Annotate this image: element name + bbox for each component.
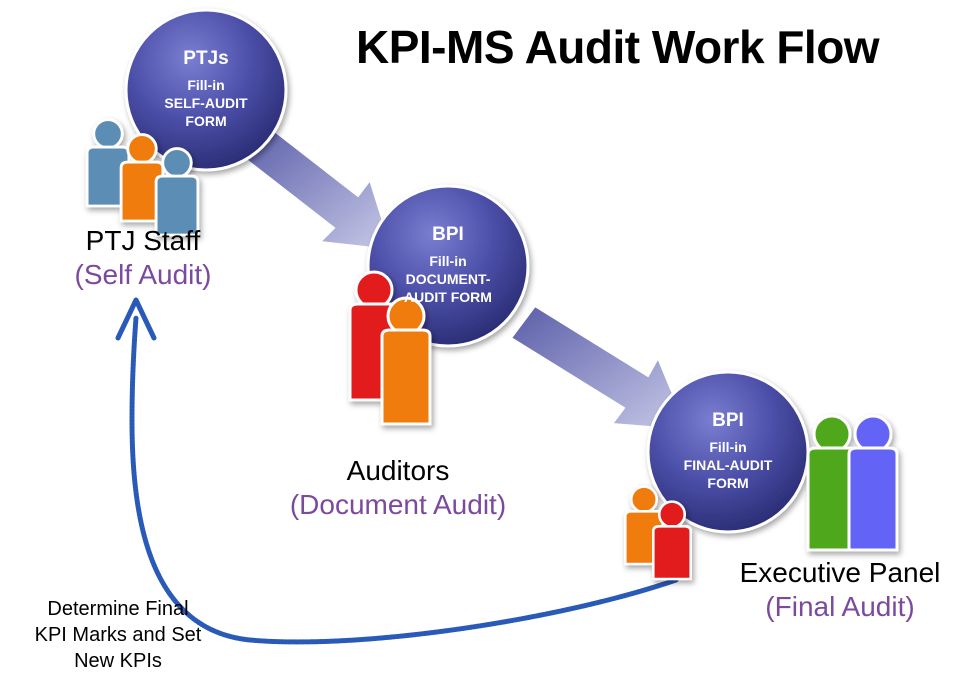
node-bpi-final-heading: BPI: [712, 410, 744, 431]
role-executive-panel: Executive Panel (Final Audit): [722, 556, 958, 624]
role-ptj-staff-audit: (Self Audit): [74, 259, 212, 290]
node-bpi-document-heading: BPI: [432, 224, 464, 245]
feedback-loop-label: Determine Final KPI Marks and Set New KP…: [34, 598, 202, 672]
role-executive-panel-audit: (Final Audit): [765, 591, 915, 622]
feedback-loop-arrowhead: [115, 297, 157, 341]
node-bpi-final-body: Fill-in FINAL-AUDIT FORM: [683, 439, 773, 491]
node-bpi-final: BPI Fill-in FINAL-AUDIT FORM: [653, 410, 803, 492]
flow-arrow-1: [242, 124, 394, 252]
role-ptj-staff: PTJ Staff (Self Audit): [58, 224, 228, 292]
role-auditors-name: Auditors: [346, 455, 450, 486]
auditors-icon: [348, 270, 432, 426]
page-title: KPI-MS Audit Work Flow: [356, 21, 880, 73]
role-executive-panel-name: Executive Panel: [739, 557, 941, 588]
node-circle-ptjs: [124, 8, 288, 172]
node-bpi-document: BPI Fill-in DOCUMENT- AUDIT FORM: [373, 224, 523, 306]
role-auditors: Auditors (Document Audit): [268, 454, 528, 522]
feedback-loop-arrow: [129, 315, 679, 645]
node-ptjs: PTJs Fill-in SELF-AUDIT FORM: [131, 48, 281, 130]
node-bpi-document-body: Fill-in DOCUMENT- AUDIT FORM: [404, 253, 492, 305]
node-ptjs-body: Fill-in SELF-AUDIT FORM: [164, 77, 248, 129]
role-ptj-staff-name: PTJ Staff: [85, 225, 201, 256]
role-auditors-audit: (Document Audit): [289, 489, 507, 520]
flow-arrow-2: [509, 304, 690, 432]
node-ptjs-heading: PTJs: [183, 48, 229, 69]
executive-panel-icon: [806, 414, 899, 552]
